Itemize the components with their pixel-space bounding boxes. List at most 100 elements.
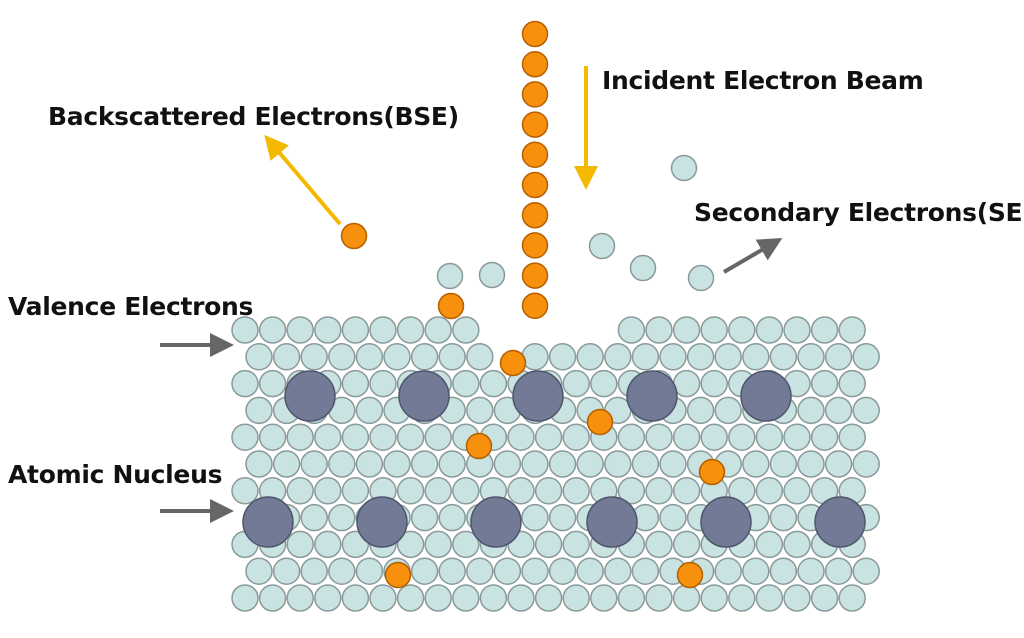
secondary-electron bbox=[478, 261, 506, 289]
valence-electron bbox=[493, 557, 522, 585]
valence-electron bbox=[245, 396, 273, 425]
valence-electron bbox=[452, 584, 480, 612]
valence-electron bbox=[507, 423, 535, 451]
incident-electron-beam bbox=[521, 20, 549, 320]
valence-electron bbox=[714, 343, 742, 371]
beam-electron bbox=[521, 81, 549, 108]
valence-electron bbox=[824, 343, 853, 371]
valence-electron bbox=[438, 450, 466, 478]
atomic-nucleus-label: Atomic Nucleus bbox=[8, 460, 223, 489]
valence-electron bbox=[672, 530, 701, 559]
valence-electron bbox=[852, 450, 880, 478]
incident-electron bbox=[437, 292, 465, 320]
valence-electron bbox=[838, 584, 866, 612]
valence-electron bbox=[410, 557, 439, 585]
beam-electron bbox=[521, 141, 549, 169]
valence-electron bbox=[672, 316, 701, 344]
bse-label: Backscattered Electrons(BSE) bbox=[48, 102, 459, 131]
valence-electron bbox=[810, 369, 839, 398]
backscattered-electron bbox=[340, 222, 368, 250]
secondary-electron bbox=[588, 232, 616, 260]
valence-electron bbox=[466, 557, 494, 585]
valence-electron bbox=[562, 584, 590, 612]
valence-electron bbox=[728, 316, 756, 344]
valence-electron bbox=[452, 316, 480, 344]
valence-electron bbox=[617, 477, 646, 505]
valence-electron bbox=[797, 396, 825, 425]
valence-electron bbox=[714, 557, 742, 585]
incident-beam-label: Incident Electron Beam bbox=[602, 66, 924, 95]
valence-electron bbox=[314, 530, 342, 559]
atomic-nucleus bbox=[284, 370, 336, 422]
valence-electron bbox=[548, 343, 577, 371]
atomic-nucleus bbox=[398, 370, 450, 422]
valence-electron bbox=[369, 584, 397, 612]
valence-electron bbox=[714, 396, 742, 425]
valence-electron bbox=[659, 503, 687, 532]
atomic-nucleus bbox=[626, 370, 678, 422]
valence-electron bbox=[300, 450, 328, 478]
valence-electron bbox=[672, 477, 701, 505]
valence-electron bbox=[742, 343, 770, 371]
valence-electron bbox=[576, 450, 604, 478]
valence-electron bbox=[231, 477, 259, 505]
valence-electron bbox=[438, 343, 466, 371]
valence-electron bbox=[231, 423, 259, 451]
valence-electron bbox=[328, 450, 356, 478]
beam-electron bbox=[521, 171, 549, 199]
valence-electron bbox=[466, 343, 494, 371]
valence-electron bbox=[810, 423, 839, 451]
valence-electron bbox=[355, 450, 384, 478]
beam-electron bbox=[521, 232, 549, 259]
secondary-electron bbox=[629, 254, 657, 282]
valence-electron bbox=[604, 557, 632, 585]
valence-electron bbox=[341, 477, 370, 505]
valence-electron bbox=[659, 343, 687, 371]
valence-electron bbox=[672, 423, 701, 451]
valence-electron bbox=[466, 396, 494, 425]
valence-electron bbox=[396, 316, 425, 344]
incident-electron bbox=[676, 561, 704, 589]
valence-electron bbox=[838, 423, 866, 451]
valence-electron bbox=[383, 450, 411, 478]
incident-electron bbox=[384, 561, 412, 589]
valence-electron bbox=[300, 557, 328, 585]
valence-electron bbox=[286, 584, 314, 612]
valence-electron bbox=[590, 584, 618, 612]
atomic-nucleus bbox=[242, 496, 294, 548]
valence-electron bbox=[852, 343, 880, 371]
valence-electron bbox=[479, 369, 508, 398]
valence-electron bbox=[700, 316, 728, 344]
secondary-electron bbox=[436, 262, 464, 290]
valence-electron bbox=[769, 557, 798, 585]
valence-electron bbox=[631, 557, 660, 585]
valence-electron bbox=[797, 557, 825, 585]
valence-electron bbox=[341, 369, 370, 398]
valence-electron bbox=[272, 343, 301, 371]
valence-electron bbox=[562, 369, 590, 398]
valence-electron bbox=[452, 530, 480, 559]
beam-electron bbox=[521, 262, 549, 289]
valence-electron bbox=[328, 503, 356, 532]
valence-electron bbox=[479, 584, 508, 612]
valence-electron bbox=[300, 503, 328, 532]
valence-electron bbox=[576, 557, 604, 585]
valence-electron bbox=[783, 584, 811, 612]
valence-electron bbox=[755, 584, 784, 612]
valence-electron bbox=[438, 503, 466, 532]
valence-electron bbox=[617, 584, 646, 612]
valence-electron bbox=[810, 584, 839, 612]
valence-electron bbox=[631, 450, 660, 478]
valence-electron bbox=[328, 343, 356, 371]
incident-electron bbox=[465, 432, 493, 460]
atomic-nucleus bbox=[586, 496, 638, 548]
valence-electron bbox=[631, 343, 660, 371]
valence-electron bbox=[507, 584, 535, 612]
beam-electron bbox=[521, 111, 549, 138]
valence-electron bbox=[424, 423, 452, 451]
valence-electron bbox=[645, 584, 673, 612]
valence-electron bbox=[383, 343, 411, 371]
valence-electron bbox=[328, 557, 356, 585]
valence-electron bbox=[396, 477, 425, 505]
valence-electron bbox=[286, 423, 314, 451]
